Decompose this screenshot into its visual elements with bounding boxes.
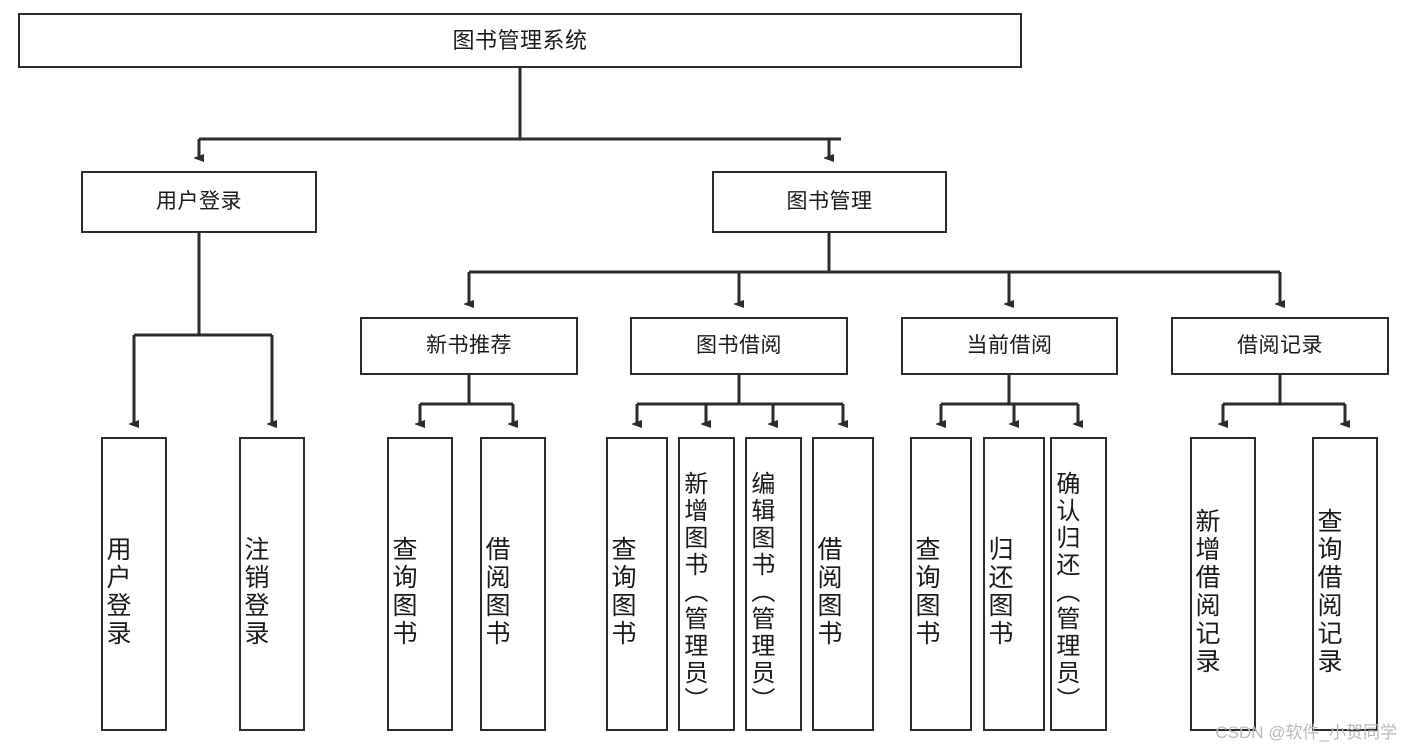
node-leaf-query-record[interactable]: 查询借阅记录 bbox=[1312, 437, 1378, 731]
node-leaf-borrow-book-rec[interactable]: 借阅图书 bbox=[480, 437, 546, 731]
node-leaf-add-book[interactable]: 新增图书（管理员） bbox=[678, 437, 735, 731]
node-leaf-user-login-label: 用户登录 bbox=[103, 536, 131, 648]
node-leaf-edit-book[interactable]: 编辑图书（管理员） bbox=[745, 437, 802, 731]
node-current-borrow[interactable]: 当前借阅 bbox=[901, 317, 1118, 375]
node-leaf-user-logout-label: 注销登录 bbox=[241, 536, 269, 648]
node-book-borrow[interactable]: 图书借阅 bbox=[630, 317, 848, 375]
node-leaf-borrow-book-label: 借阅图书 bbox=[814, 536, 842, 648]
node-leaf-query-book-borrow[interactable]: 查询图书 bbox=[606, 437, 668, 731]
node-current-borrow-label: 当前借阅 bbox=[966, 333, 1053, 357]
node-leaf-add-record[interactable]: 新增借阅记录 bbox=[1190, 437, 1256, 731]
node-book-manage-label: 图书管理 bbox=[786, 189, 873, 213]
watermark: CSDN @软件_小贺同学 bbox=[1215, 723, 1397, 742]
node-leaf-confirm-return-label: 确认归还（管理员） bbox=[1051, 470, 1079, 714]
node-leaf-user-logout[interactable]: 注销登录 bbox=[239, 437, 305, 731]
node-new-book-rec-label: 新书推荐 bbox=[426, 333, 512, 357]
node-leaf-edit-book-label: 编辑图书（管理员） bbox=[746, 470, 774, 714]
node-new-book-rec[interactable]: 新书推荐 bbox=[360, 317, 578, 375]
node-leaf-borrow-book[interactable]: 借阅图书 bbox=[812, 437, 874, 731]
node-leaf-query-book-cur[interactable]: 查询图书 bbox=[910, 437, 972, 731]
node-root-label: 图书管理系统 bbox=[452, 27, 588, 53]
node-leaf-query-book-rec-label: 查询图书 bbox=[389, 536, 417, 648]
node-user-login[interactable]: 用户登录 bbox=[81, 171, 317, 233]
node-leaf-return-book-label: 归还图书 bbox=[985, 536, 1013, 648]
node-user-login-label: 用户登录 bbox=[156, 189, 242, 213]
node-book-manage[interactable]: 图书管理 bbox=[712, 171, 947, 233]
node-borrow-record[interactable]: 借阅记录 bbox=[1171, 317, 1389, 375]
node-leaf-add-record-label: 新增借阅记录 bbox=[1192, 508, 1220, 676]
node-leaf-borrow-book-rec-label: 借阅图书 bbox=[482, 536, 510, 648]
node-root[interactable]: 图书管理系统 bbox=[18, 13, 1022, 68]
node-borrow-record-label: 借阅记录 bbox=[1237, 333, 1323, 357]
node-leaf-return-book[interactable]: 归还图书 bbox=[983, 437, 1045, 731]
node-leaf-query-book-borrow-label: 查询图书 bbox=[608, 536, 636, 648]
node-leaf-confirm-return[interactable]: 确认归还（管理员） bbox=[1050, 437, 1107, 731]
node-leaf-query-record-label: 查询借阅记录 bbox=[1314, 508, 1342, 676]
node-leaf-user-login[interactable]: 用户登录 bbox=[101, 437, 167, 731]
node-book-borrow-label: 图书借阅 bbox=[696, 333, 782, 357]
node-leaf-add-book-label: 新增图书（管理员） bbox=[679, 470, 707, 714]
node-leaf-query-book-rec[interactable]: 查询图书 bbox=[387, 437, 453, 731]
node-leaf-query-book-cur-label: 查询图书 bbox=[912, 536, 940, 648]
